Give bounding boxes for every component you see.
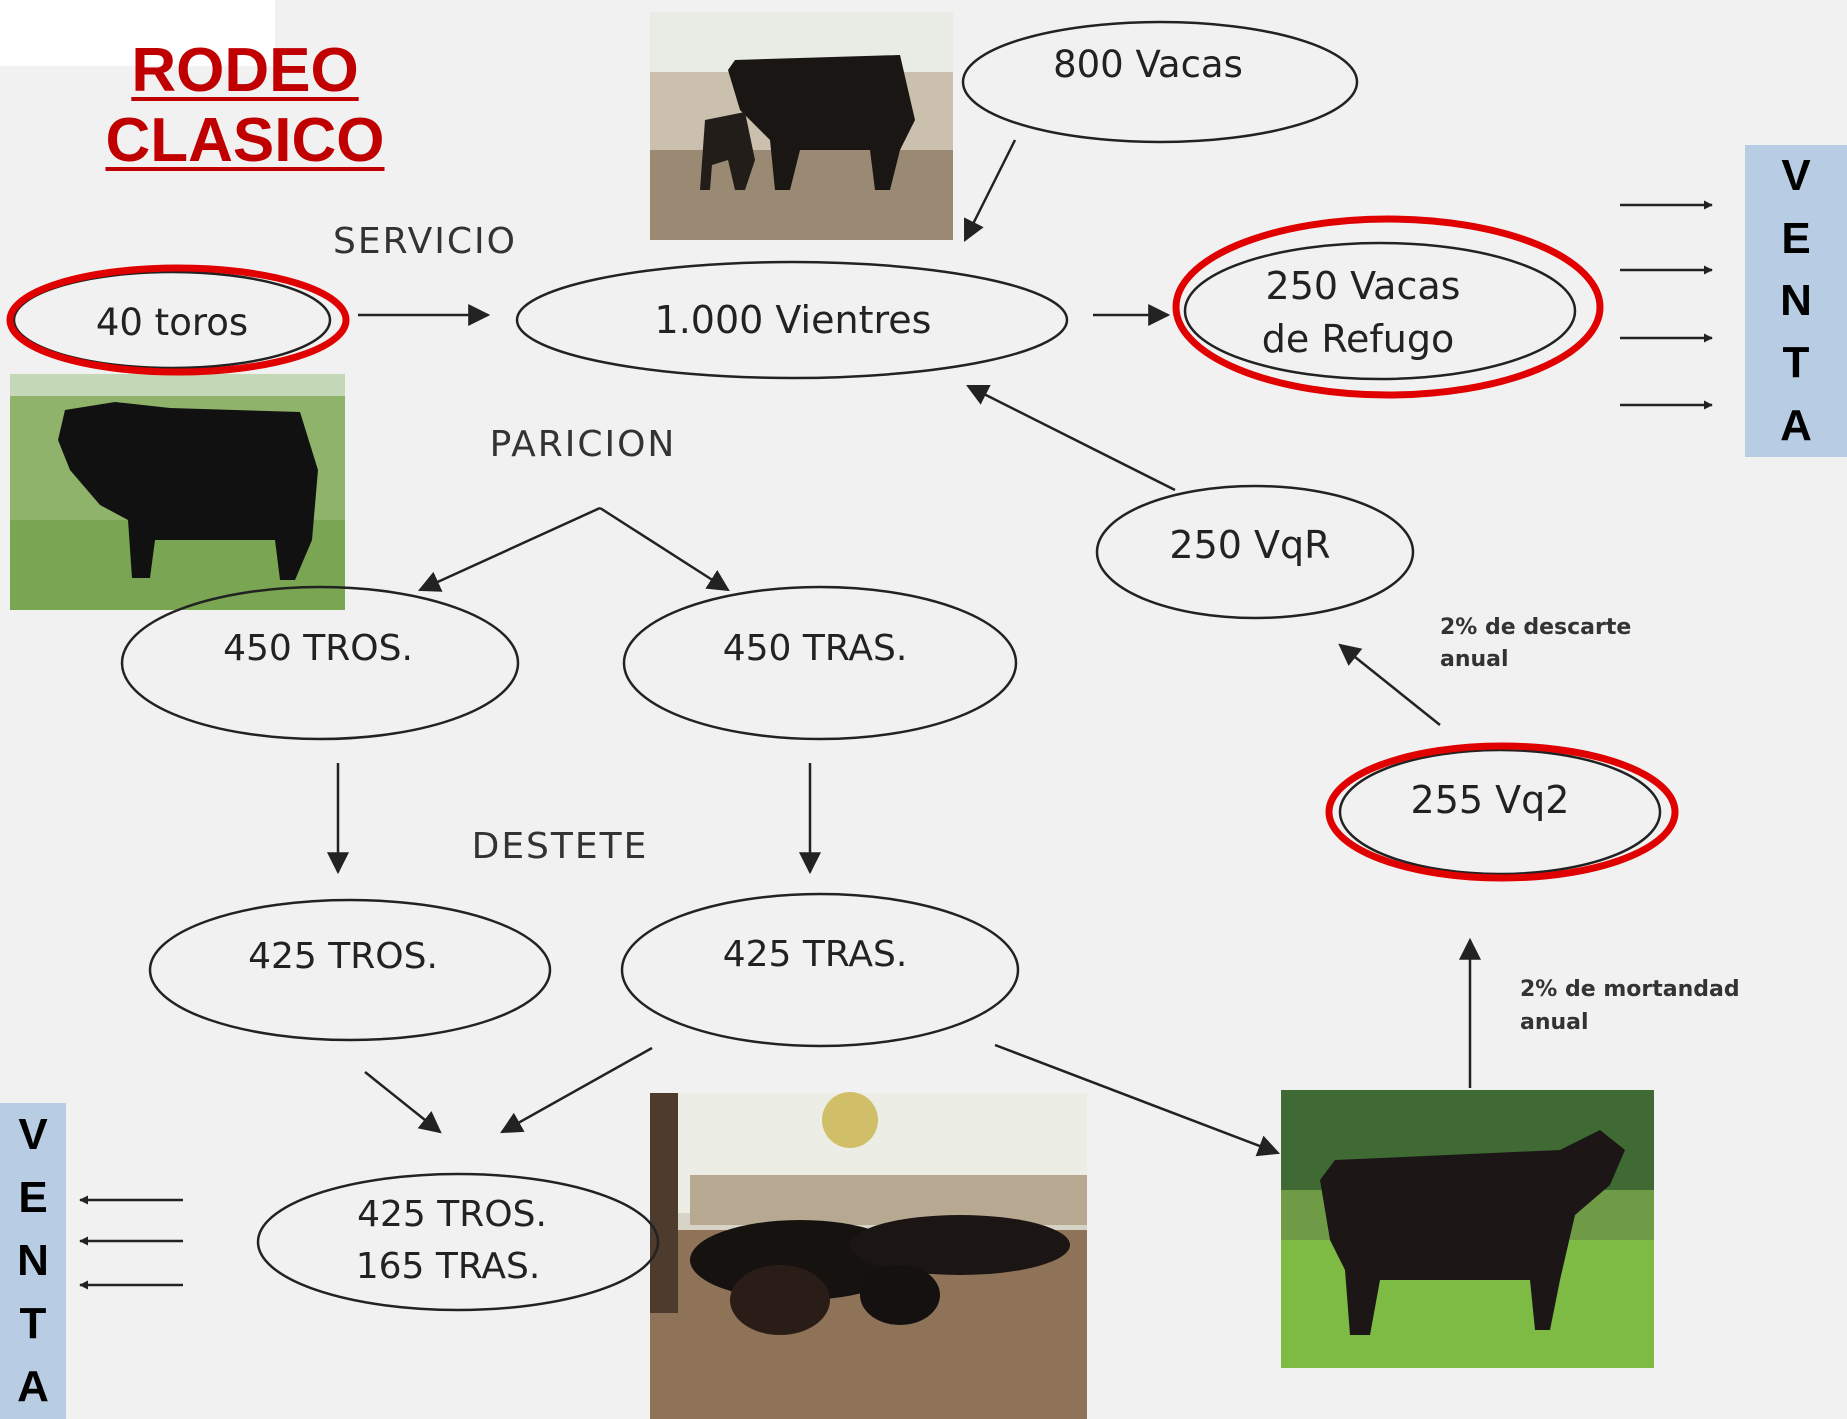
arrow-tros-to-venta [364,1071,442,1134]
title-line-1: RODEO [131,36,359,105]
arrow-vq2-to-vqr [1338,643,1441,726]
text-250-vqr: 250 VqR [1169,523,1330,567]
node-450-tros [120,585,520,741]
note-descarte-line2: anual [1440,647,1509,672]
venta-right-letter: N [1780,275,1812,325]
node-40-toros [12,270,332,370]
note-descarte-line1: 2% de descarte [1440,615,1631,640]
title-backdrop [0,0,275,66]
venta-left-letter: N [17,1235,49,1285]
text-425-tras: 425 TRAS. [723,934,908,975]
venta-right-letter: E [1781,213,1811,263]
arrow-paricion-to-tras [599,506,730,592]
venta-left-letter: T [19,1299,47,1349]
arrow-tras-to-venta [500,1046,653,1134]
venta-left-letter: E [18,1172,48,1222]
venta-right-letter: A [1780,400,1812,450]
node-425-tros [148,898,552,1042]
photo-herd-calves [650,1092,1087,1419]
highlight-ring-toros [6,264,350,376]
note-mortandad-line2: anual [1520,1010,1589,1035]
node-450-tras [622,585,1018,741]
note-mortandad-line1: 2% de mortandad [1520,977,1740,1002]
text-refugo-line1: 250 Vacas [1266,264,1461,308]
arrow-tras-to-heifer [994,1043,1281,1157]
stage-servicio: SERVICIO [333,221,517,262]
node-venta-terneros [256,1172,660,1312]
text-450-tros: 450 TROS. [223,628,413,669]
venta-label-left: V E N T A [0,1103,66,1419]
text-450-tras: 450 TRAS. [723,628,908,669]
text-255-vq2: 255 Vq2 [1411,778,1570,822]
highlight-ring-refugo [1172,215,1604,399]
photo-cow-with-calf [650,12,953,240]
photo-heifer [1281,1090,1654,1368]
title-line-2: CLASICO [105,106,385,175]
text-venta-line1: 425 TROS. [357,1194,547,1235]
highlight-ring-vq2 [1325,742,1679,882]
venta-label-right: V E N T A [1745,145,1847,457]
arrow-vacas-to-vientres [963,139,1017,242]
text-425-tros: 425 TROS. [248,936,438,977]
venta-right-letter: V [1781,151,1811,201]
arrow-paricion-to-tros [417,506,601,592]
photo-angus-bull [10,374,345,610]
text-vientres: 1.000 Vientres [655,298,932,342]
stage-paricion: PARICION [490,424,677,465]
stage-destete: DESTETE [472,826,649,867]
text-refugo-line2: de Refugo [1262,317,1455,361]
diagram-title: RODEO CLASICO [95,36,395,176]
node-425-tras [620,892,1020,1048]
node-800-vacas [961,20,1359,144]
node-250-vqr [1095,484,1415,620]
text-venta-line2: 165 TRAS. [356,1246,541,1287]
text-40-toros: 40 toros [96,301,248,344]
arrow-vqr-to-vientres [966,384,1176,492]
venta-left-letter: A [17,1362,49,1412]
node-vacas-refugo [1183,241,1577,381]
venta-right-letter: T [1782,338,1810,388]
node-255-vq2 [1338,748,1662,876]
venta-left-letter: V [18,1109,48,1159]
node-vientres [515,260,1069,380]
text-800-vacas: 800 Vacas [1053,43,1243,86]
